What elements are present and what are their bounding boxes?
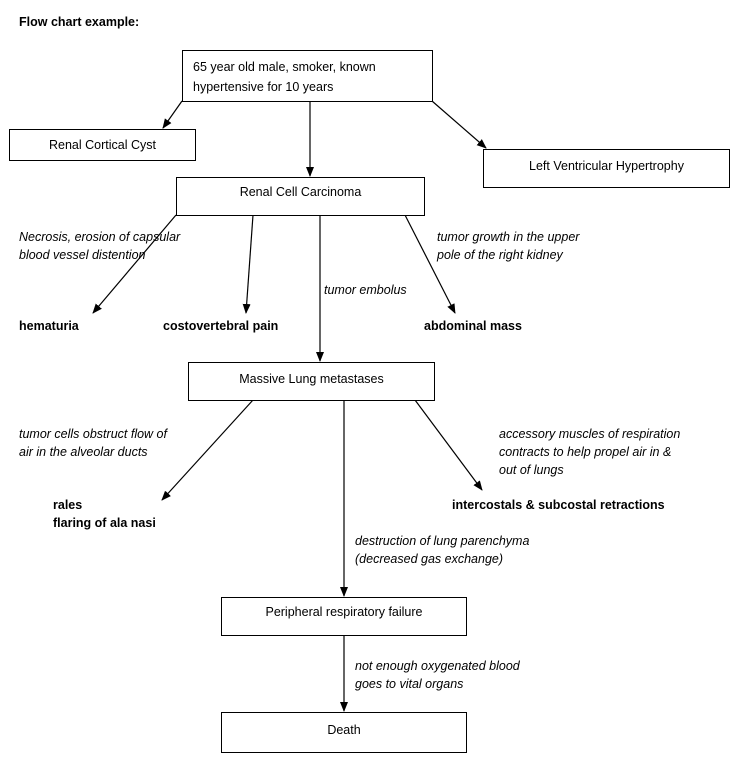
arrow-to-retractions [414, 399, 483, 491]
label-line: Necrosis, erosion of capsular [19, 230, 181, 244]
label-embolus: tumor embolus [324, 283, 407, 297]
label-line: tumor growth in the upper [437, 230, 580, 244]
label-oxygen: not enough oxygenated blood goes to vita… [355, 657, 520, 693]
page-title: Flow chart example: [19, 15, 140, 29]
label-line: goes to vital organs [355, 677, 464, 691]
node-lung-metastases: Massive Lung metastases [188, 362, 435, 401]
node-patient-line2: hypertensive for 10 years [193, 80, 334, 94]
outcome-line: rales [53, 498, 83, 512]
arrow-to-rales [161, 399, 254, 501]
node-respiratory-failure: Peripheral respiratory failure [221, 597, 467, 636]
node-patient-line1: 65 year old male, smoker, known [193, 60, 376, 74]
arrow-to-mass [404, 214, 456, 314]
node-rcc: Renal Cell Carcinoma [176, 177, 425, 216]
outcome-rales: rales flaring of ala nasi [53, 496, 156, 532]
label-line: destruction of lung parenchyma [355, 534, 530, 548]
label-line: out of lungs [499, 463, 564, 477]
node-death: Death [221, 712, 467, 753]
label-line: blood vessel distention [19, 248, 146, 262]
outcome-abdominal-mass: abdominal mass [424, 319, 522, 333]
label-necrosis: Necrosis, erosion of capsular blood vess… [19, 228, 180, 264]
node-patient: 65 year old male, smoker, known hyperten… [182, 50, 433, 102]
label-growth: tumor growth in the upper pole of the ri… [437, 228, 579, 264]
node-lvh: Left Ventricular Hypertrophy [483, 149, 730, 188]
outcome-retractions: intercostals & subcostal retractions [452, 498, 665, 512]
label-line: contracts to help propel air in & [499, 445, 672, 459]
label-line: accessory muscles of respiration [499, 427, 681, 441]
label-destruction: destruction of lung parenchyma (decrease… [355, 532, 529, 568]
arrow-to-hematuria [92, 214, 177, 314]
label-accessory: accessory muscles of respiration contrac… [499, 425, 680, 479]
outcome-line: flaring of ala nasi [53, 516, 156, 530]
arrow-to-lvh [431, 100, 487, 149]
label-line: not enough oxygenated blood [355, 659, 520, 673]
label-line: (decreased gas exchange) [355, 552, 504, 566]
node-renal-cortical-cyst: Renal Cortical Cyst [9, 129, 196, 161]
arrow-to-cyst [162, 100, 183, 129]
label-line: pole of the right kidney [437, 248, 563, 262]
label-line: air in the alveolar ducts [19, 445, 148, 459]
label-obstruct: tumor cells obstruct flow of air in the … [19, 425, 167, 461]
outcome-cva-pain: costovertebral pain [163, 319, 279, 333]
outcome-hematuria: hematuria [19, 319, 79, 333]
arrow-to-cva-pain [242, 214, 254, 314]
label-line: tumor cells obstruct flow of [19, 427, 167, 441]
